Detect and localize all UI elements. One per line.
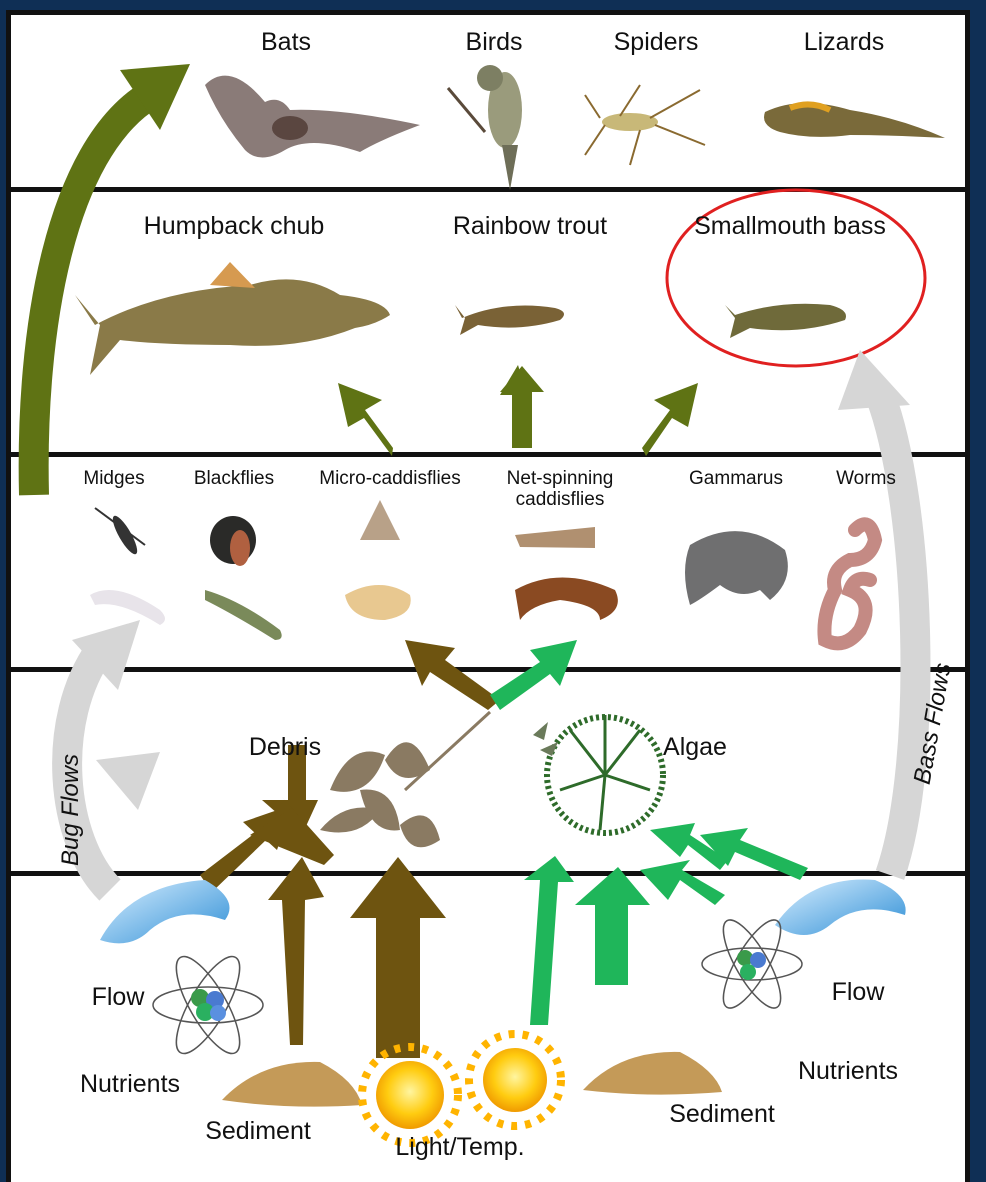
label-micro-caddisflies: Micro-caddisflies bbox=[319, 468, 460, 489]
debris-leaves-image bbox=[320, 712, 490, 847]
spider-image bbox=[585, 85, 705, 165]
sediment-left-icon bbox=[222, 1062, 362, 1107]
rainbow-trout-image bbox=[455, 305, 564, 335]
worm-image bbox=[824, 524, 875, 643]
label-spiders: Spiders bbox=[614, 28, 699, 57]
sun-right-icon bbox=[469, 1034, 561, 1126]
micro-caddisfly-image bbox=[345, 500, 411, 620]
lizard-image bbox=[764, 103, 945, 138]
label-worms: Worms bbox=[836, 468, 896, 489]
insects-to-terrestrial-arrow bbox=[34, 95, 150, 495]
algae-to-caddis-arrow bbox=[490, 640, 577, 710]
label-net-spinning-caddisflies: Net-spinning caddisflies bbox=[507, 468, 614, 510]
label-birds: Birds bbox=[466, 28, 523, 57]
flow-left-icon bbox=[100, 880, 230, 943]
gammarus-image bbox=[685, 531, 788, 605]
algae-image bbox=[547, 715, 663, 833]
label-rainbow-trout: Rainbow trout bbox=[453, 212, 607, 241]
label-sediment-left: Sediment bbox=[205, 1117, 311, 1146]
label-algae: Algae bbox=[663, 733, 727, 762]
midge-image bbox=[90, 508, 165, 625]
label-smallmouth-bass: Smallmouth bass bbox=[694, 212, 886, 241]
label-humpback-chub: Humpback chub bbox=[144, 212, 325, 241]
label-debris: Debris bbox=[249, 733, 321, 762]
label-blackflies: Blackflies bbox=[194, 468, 274, 489]
label-light-temp: Light/Temp. bbox=[395, 1133, 524, 1162]
label-bats: Bats bbox=[261, 28, 311, 57]
label-gammarus: Gammarus bbox=[689, 468, 783, 489]
bird-image bbox=[448, 65, 522, 190]
label-nutrients-left: Nutrients bbox=[80, 1070, 180, 1099]
algae-small-image bbox=[533, 722, 558, 756]
sun-left-icon bbox=[362, 1047, 458, 1143]
nutrients-left-icon bbox=[153, 948, 263, 1061]
bass-flows-arrow bbox=[880, 395, 915, 875]
smallmouth-bass-image bbox=[725, 304, 846, 338]
label-flow-left: Flow bbox=[92, 983, 145, 1012]
blackfly-image bbox=[205, 516, 282, 640]
humpback-chub-image bbox=[75, 262, 390, 375]
sediment-right-icon bbox=[583, 1052, 722, 1095]
bug-flows-label: Bug Flows bbox=[57, 754, 84, 866]
drivers-to-debris-arrows bbox=[200, 745, 446, 1058]
bug-flows-second-arrowhead bbox=[96, 752, 160, 810]
debris-to-caddis-arrow bbox=[405, 640, 500, 710]
sediment-arrow-left bbox=[268, 857, 324, 1045]
invert-to-fish-arrows bbox=[338, 365, 698, 456]
label-sediment-right: Sediment bbox=[669, 1100, 775, 1129]
label-nutrients-right: Nutrients bbox=[798, 1057, 898, 1086]
flow-right-icon bbox=[775, 880, 906, 935]
label-flow-right: Flow bbox=[832, 978, 885, 1007]
label-lizards: Lizards bbox=[804, 28, 885, 57]
net-spinning-caddisfly-image bbox=[515, 527, 618, 620]
label-midges: Midges bbox=[83, 468, 144, 489]
bat-image bbox=[205, 76, 420, 158]
